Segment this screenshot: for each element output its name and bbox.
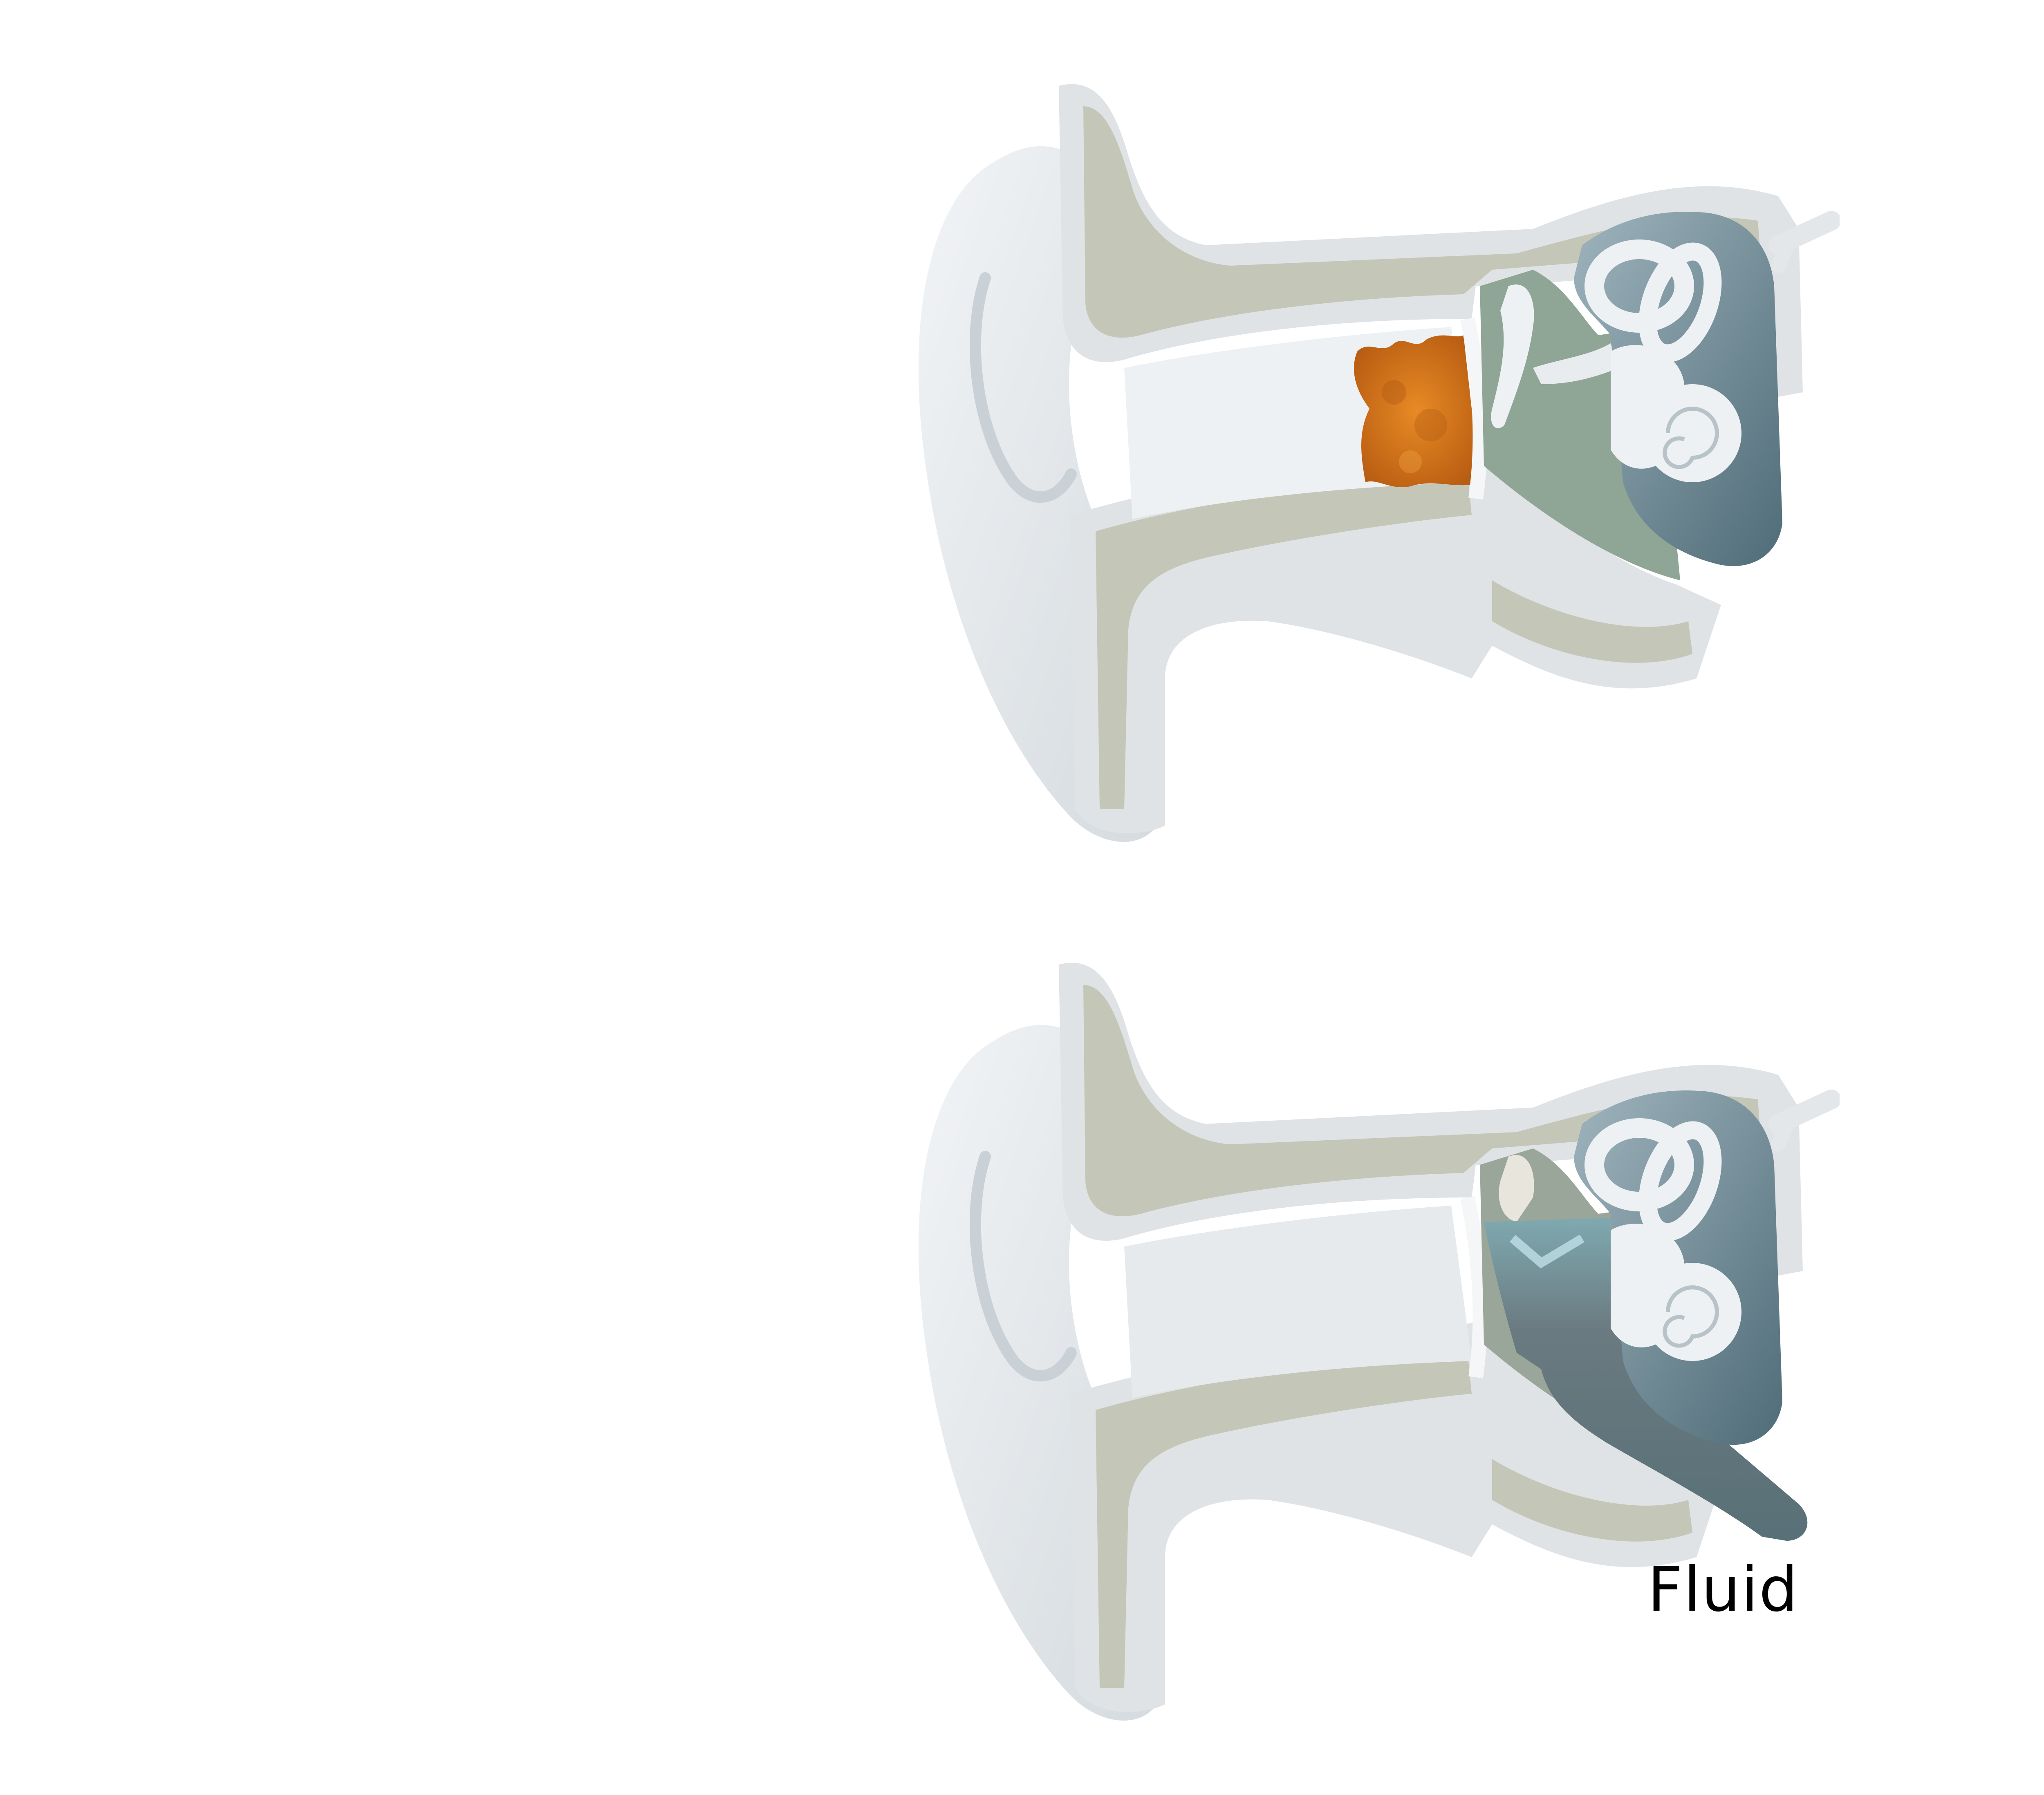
ear-illustration-top [918, 84, 1840, 842]
fluid-label: Fluid [1647, 1554, 1799, 1625]
ear-illustration-bottom [918, 962, 1840, 1721]
cochlea [1611, 1224, 1741, 1361]
auditory-nerve [1768, 211, 1840, 273]
eardrum [1460, 317, 1488, 500]
canal-lower-wall [1071, 1320, 1721, 1712]
ossicles [1499, 1155, 1534, 1222]
cochlea [1611, 345, 1741, 482]
earwax-plug [1354, 335, 1480, 488]
ear-cross-section-earwax [879, 74, 1840, 871]
ear-canal [1124, 1206, 1472, 1398]
ossicles [1491, 284, 1619, 428]
auditory-nerve [1768, 1090, 1840, 1152]
canal-lower-wall [1071, 441, 1721, 834]
eardrum [1460, 1196, 1488, 1379]
ear-cross-section-fluid [879, 952, 1840, 1749]
